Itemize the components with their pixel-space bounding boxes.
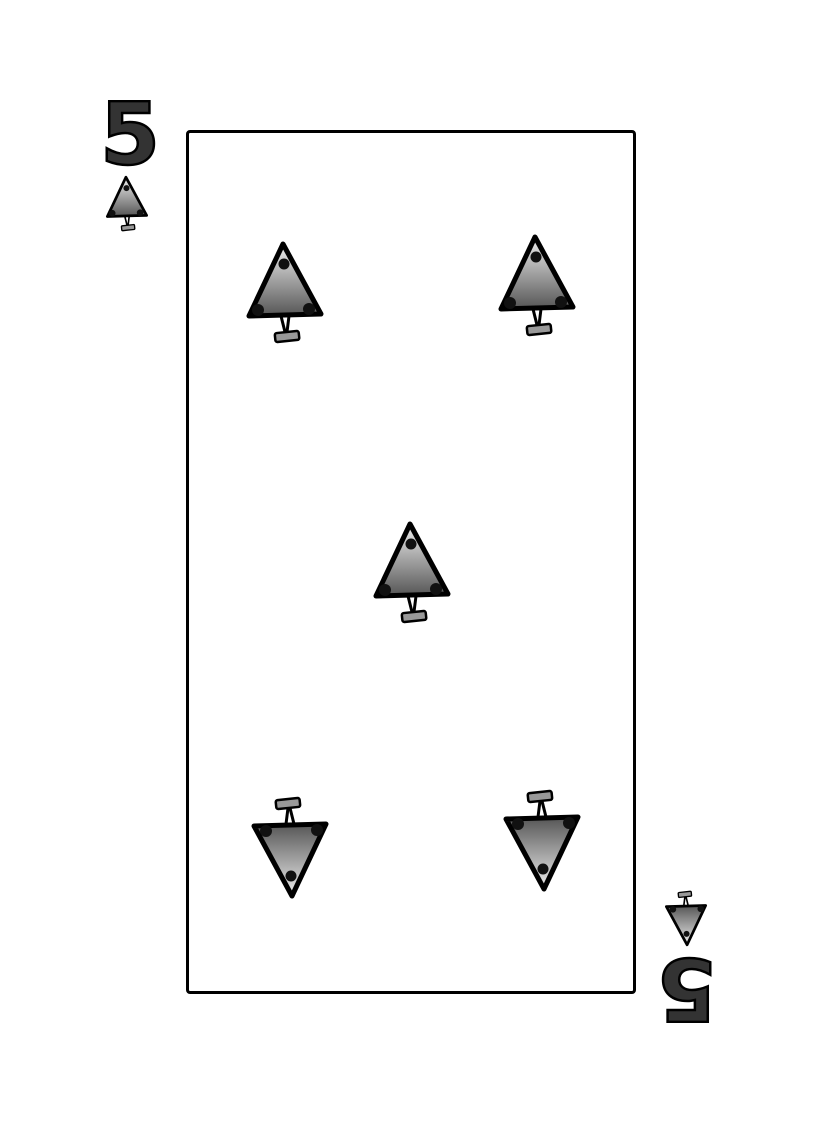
rank-label: 5 <box>100 100 160 168</box>
corner-pip-icon <box>664 887 708 947</box>
pip-icon-top-left <box>245 240 325 350</box>
pip-icon-bottom-left <box>250 790 330 900</box>
rank-bottom-right: 5 <box>656 955 718 1023</box>
rank-label: 5 <box>657 955 717 1023</box>
rank-top-left: 5 <box>99 100 161 168</box>
pip-icon-center <box>372 520 452 630</box>
pip-icon-bottom-right <box>502 783 582 893</box>
card-frame <box>186 130 636 994</box>
pip-icon-top-right <box>497 233 577 343</box>
corner-pip-icon <box>105 175 149 235</box>
